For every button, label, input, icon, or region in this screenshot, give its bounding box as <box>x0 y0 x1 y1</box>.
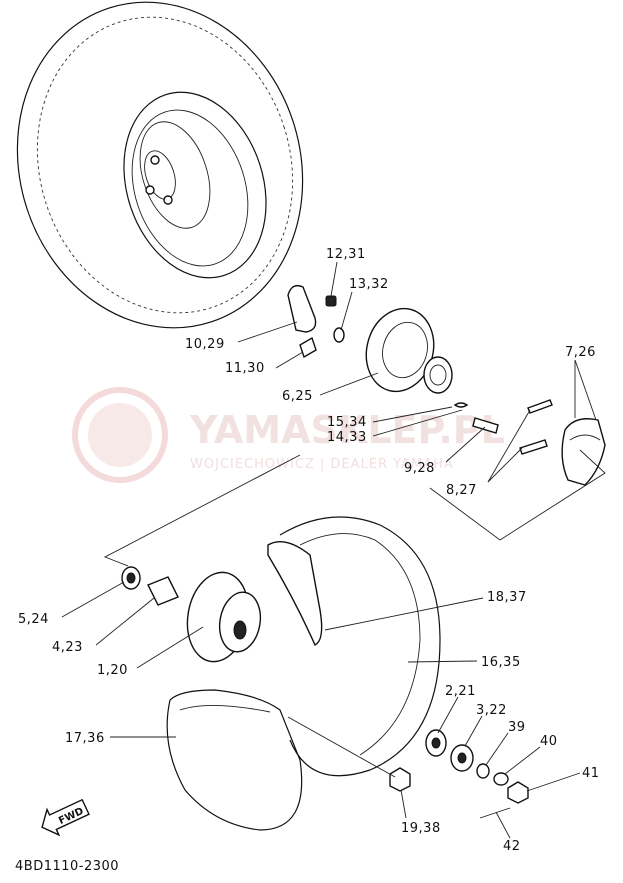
front-tire-assembly <box>16 1 304 329</box>
callout-11-30: 11,30 <box>225 361 265 376</box>
callout-13-32: 13,32 <box>349 277 389 292</box>
callout-17-36: 17,36 <box>65 731 105 746</box>
callout-9-28: 9,28 <box>404 461 435 476</box>
callout-2-21: 2,21 <box>445 684 476 699</box>
callout-5-24: 5,24 <box>18 612 49 627</box>
callout-labels: 12,31 13,32 10,29 11,30 6,25 7,26 15,34 … <box>18 247 600 854</box>
brake-shoes <box>519 399 606 486</box>
watermark-title: YAMASKLEP.PL <box>189 408 505 452</box>
callout-16-35: 16,35 <box>481 655 521 670</box>
callout-40: 40 <box>540 734 558 749</box>
diagram-code: 4BD1110-2300 <box>15 859 119 874</box>
callout-1-20: 1,20 <box>97 663 128 678</box>
callout-14-33: 14,33 <box>327 430 367 445</box>
callout-6-25: 6,25 <box>282 389 313 404</box>
rear-wheel-assembly <box>166 516 441 831</box>
callout-42: 42 <box>503 839 521 854</box>
callout-39: 39 <box>508 720 526 735</box>
callout-12-31: 12,31 <box>326 247 366 262</box>
watermark-logo-icon <box>72 387 168 483</box>
brake-hub-assembly <box>287 284 499 434</box>
callout-8-27: 8,27 <box>446 483 477 498</box>
exploded-bracket-outline <box>103 449 606 567</box>
callout-19-38: 19,38 <box>401 821 441 836</box>
axle-hardware <box>389 729 529 819</box>
callout-4-23: 4,23 <box>52 640 83 655</box>
callout-3-22: 3,22 <box>476 703 507 718</box>
callout-7-26: 7,26 <box>565 345 596 360</box>
callout-10-29: 10,29 <box>185 337 225 352</box>
forward-arrow-icon: FWD <box>41 798 90 837</box>
leader-lines <box>61 261 597 839</box>
rear-hub <box>121 566 262 663</box>
watermark-subtitle: WOJCIECHOWICZ | DEALER YAMAHA <box>190 457 454 472</box>
callout-41: 41 <box>582 766 600 781</box>
callout-15-34: 15,34 <box>327 415 367 430</box>
callout-18-37: 18,37 <box>487 590 527 605</box>
watermark: YAMASKLEP.PL WOJCIECHOWICZ | DEALER YAMA… <box>72 387 505 483</box>
